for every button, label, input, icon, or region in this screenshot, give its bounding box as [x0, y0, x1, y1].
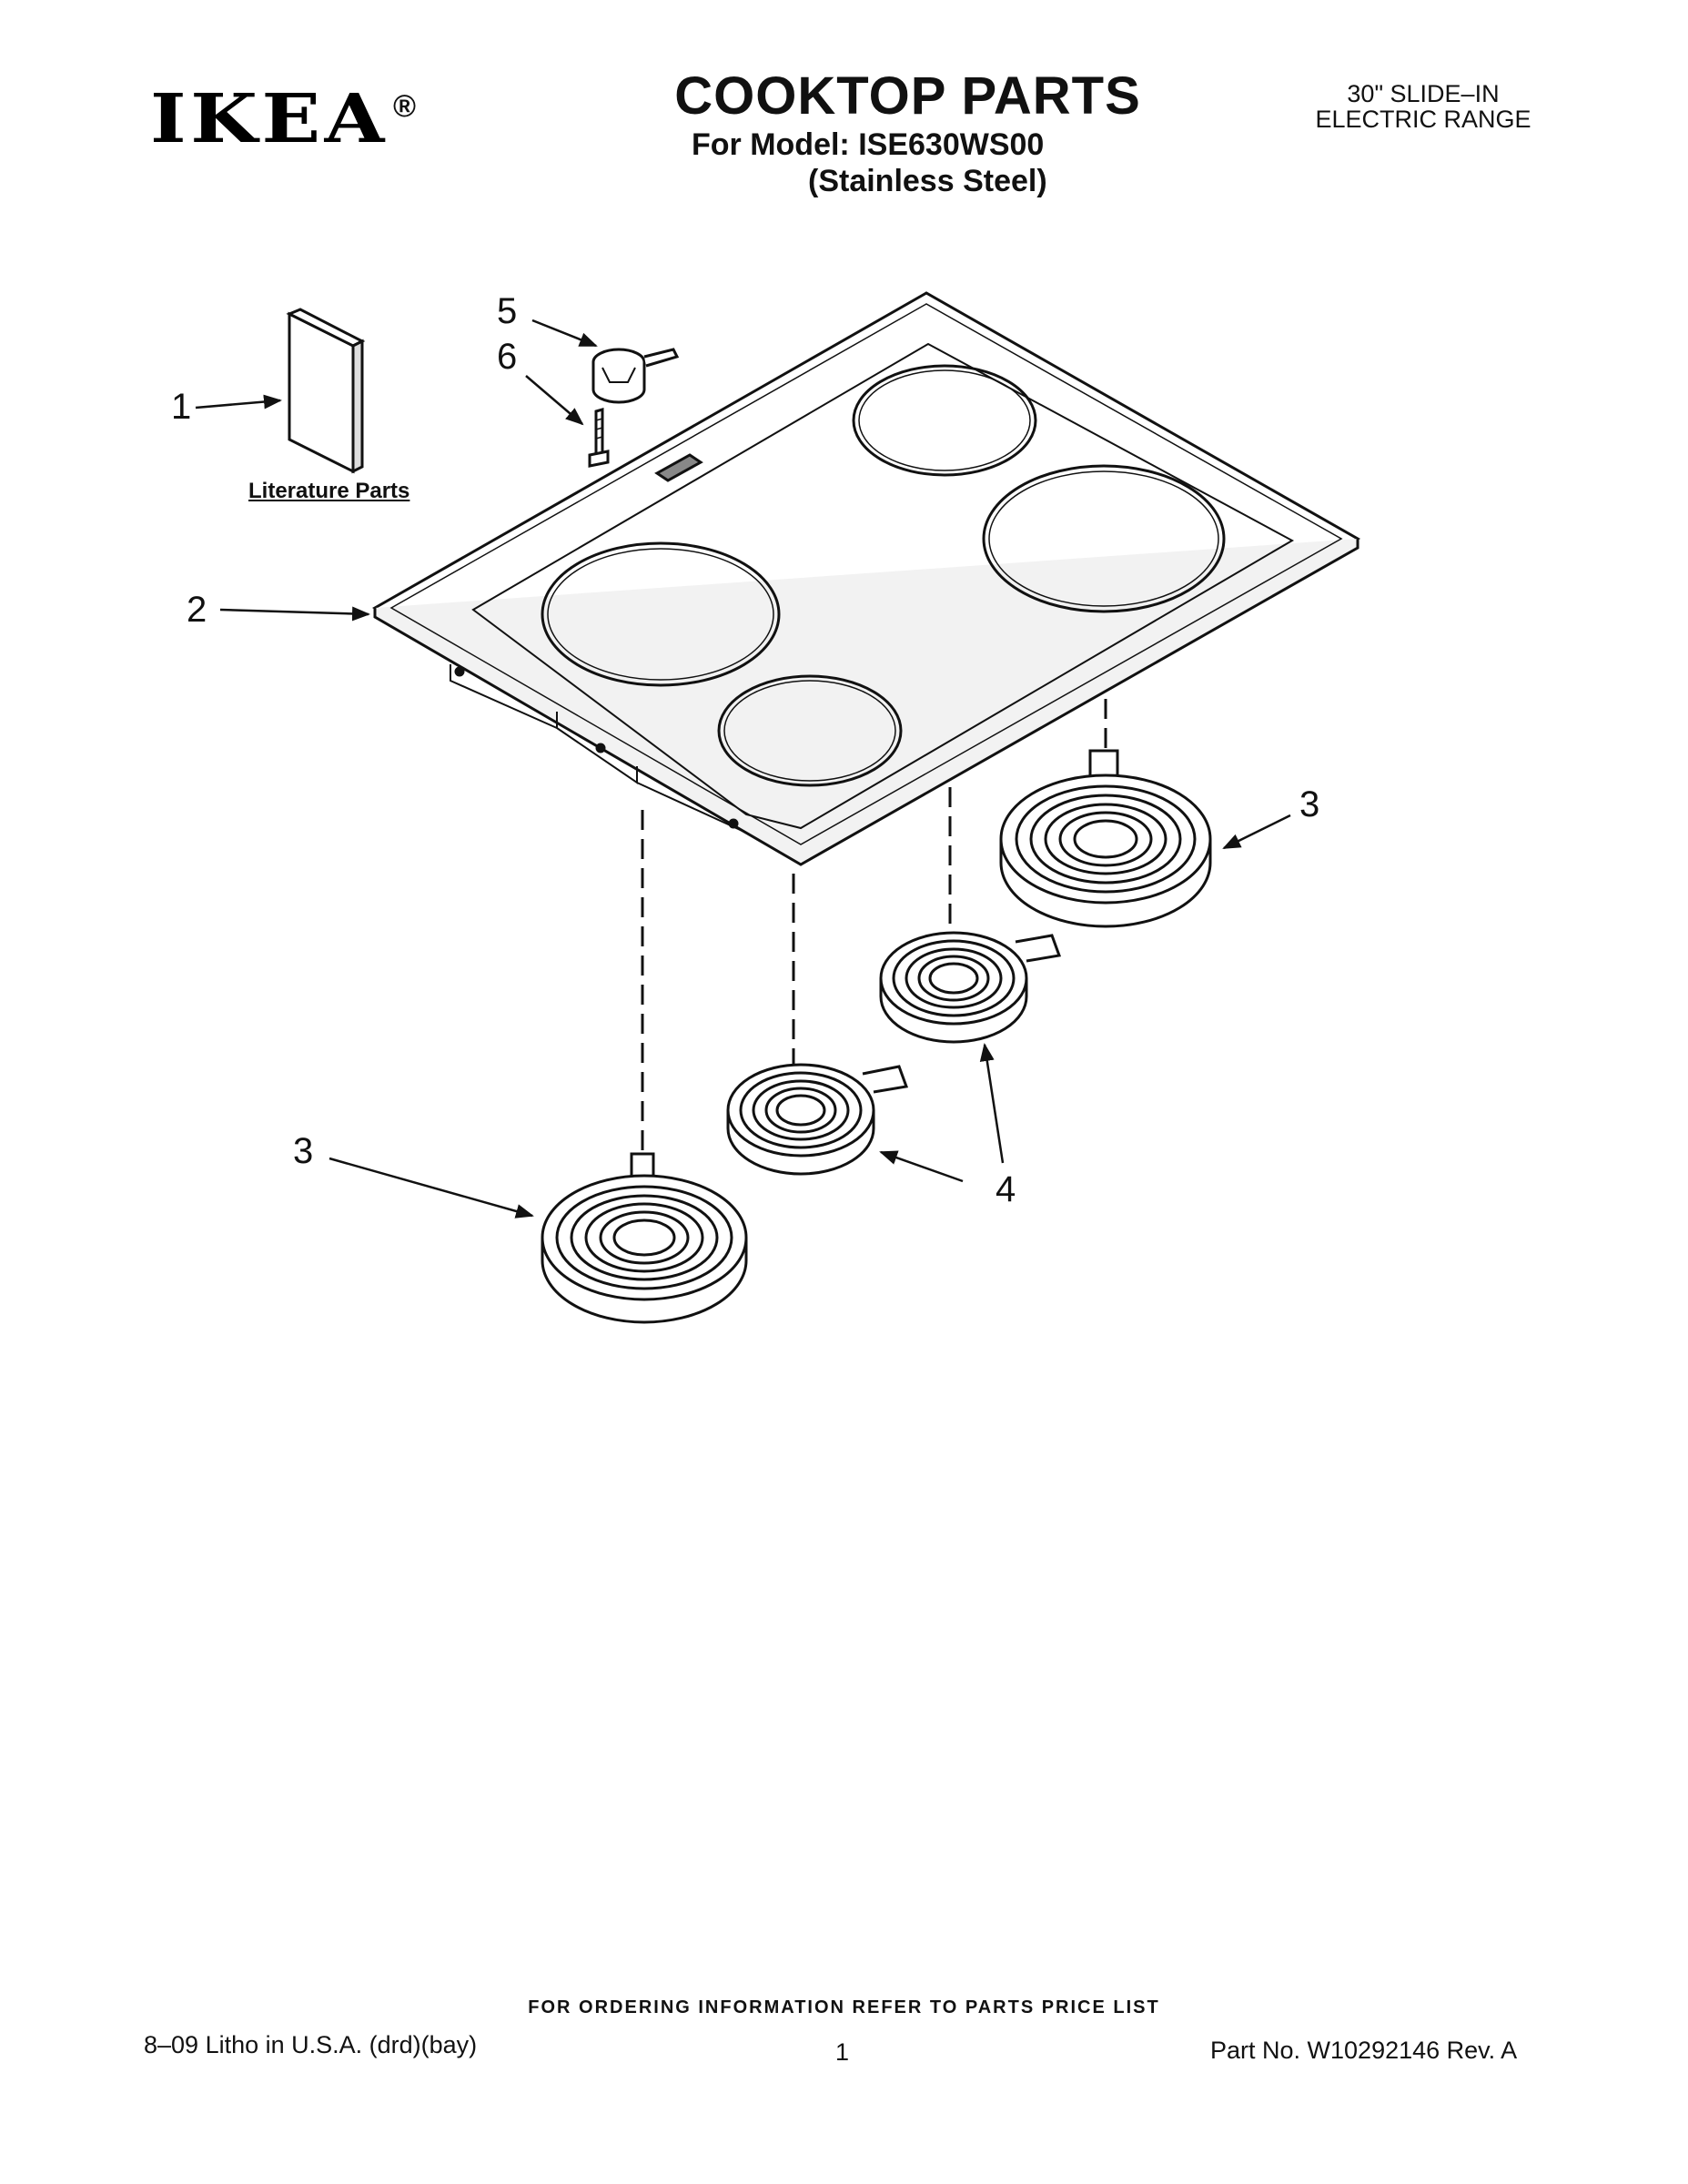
- registered-mark: ®: [393, 89, 417, 124]
- range-type-line-1: 30" SLIDE–IN: [1347, 80, 1500, 107]
- literature-booklet: [286, 308, 366, 474]
- callout-2: 2: [187, 590, 207, 630]
- part-number: Part No. W10292146 Rev. A: [1210, 2037, 1518, 2064]
- callout-3-right: 3: [1299, 784, 1319, 824]
- large-surface-element-right: [999, 749, 1212, 928]
- ikea-logo: IKEA: [150, 87, 389, 151]
- literature-parts-label: Literature Parts: [248, 479, 410, 503]
- svg-text:IKEA: IKEA: [150, 87, 389, 151]
- callout-4: 4: [996, 1169, 1016, 1209]
- mounting-screw: [588, 408, 610, 468]
- callout-3-left: 3: [293, 1131, 313, 1171]
- page-number: 1: [835, 2038, 850, 2066]
- model-line: For Model: ISE630WS00: [692, 127, 1045, 162]
- small-surface-element-center: [726, 1063, 909, 1176]
- temperature-limiter: [591, 348, 680, 404]
- small-surface-element-right: [879, 931, 1062, 1044]
- callout-6: 6: [497, 337, 517, 377]
- callout-5: 5: [497, 291, 517, 331]
- range-type-line-2: ELECTRIC RANGE: [1315, 106, 1531, 133]
- leader-arrows: [195, 318, 1291, 1218]
- cooktop-glass: [371, 291, 1361, 866]
- litho-info: 8–09 Litho in U.S.A. (drd)(bay): [144, 2031, 478, 2058]
- ordering-note: FOR ORDERING INFORMATION REFER TO PARTS …: [528, 1997, 1160, 2017]
- callout-1: 1: [171, 387, 191, 427]
- large-surface-element-left: [541, 1152, 748, 1324]
- page-title: COOKTOP PARTS: [674, 66, 1141, 126]
- finish-line: (Stainless Steel): [808, 164, 1047, 198]
